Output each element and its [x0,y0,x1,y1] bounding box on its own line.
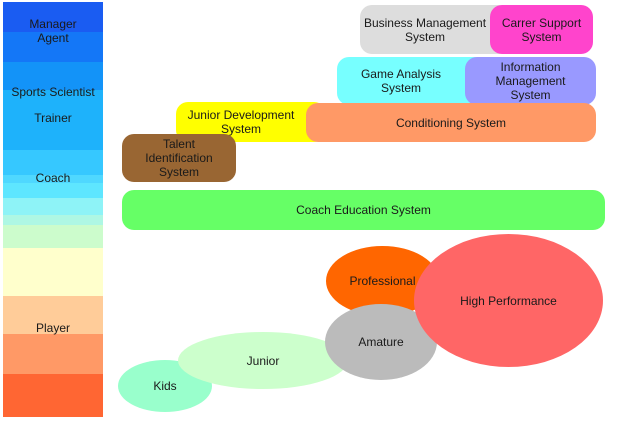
role-label-manager-agent: Manager Agent [29,17,77,45]
gradient-stripe [3,296,103,334]
kids-ellipse: Kids [118,360,212,412]
career-support-system-box: Carrer Support System [490,5,593,54]
role-label-sports-scientist: Sports Scientist [11,85,95,99]
gradient-stripe [3,2,103,32]
talent-identification-system-box: Talent Identification System [122,134,236,182]
junior-development-system-box: Junior Development System [176,102,326,142]
role-label-player: Player [35,321,70,335]
gradient-stripe [3,215,103,225]
business-management-system-box: Business Management System [360,5,510,54]
gradient-stripe [3,32,103,62]
gradient-stripe [3,198,103,215]
conditioning-system-box: Conditioning System [306,103,596,142]
information-management-system-box: Information Management System [465,57,596,105]
coach-education-system-box: Coach Education System [122,190,605,230]
gradient-stripe [3,150,103,175]
role-label-coach: Coach [35,171,71,185]
game-analysis-system-box: Game Analysis System [337,57,487,105]
gradient-stripe [3,374,103,417]
role-label-trainer: Trainer [34,111,72,125]
gradient-stripe [3,334,103,374]
junior-ellipse: Junior [178,332,348,389]
gradient-stripe [3,62,103,90]
gradient-stripe [3,90,103,150]
gradient-stripe [3,183,103,198]
high-performance-ellipse: High Performance [414,234,603,367]
gradient-stripe [3,175,103,183]
gradient-stripe [3,225,103,248]
gradient-stripe [3,248,103,296]
